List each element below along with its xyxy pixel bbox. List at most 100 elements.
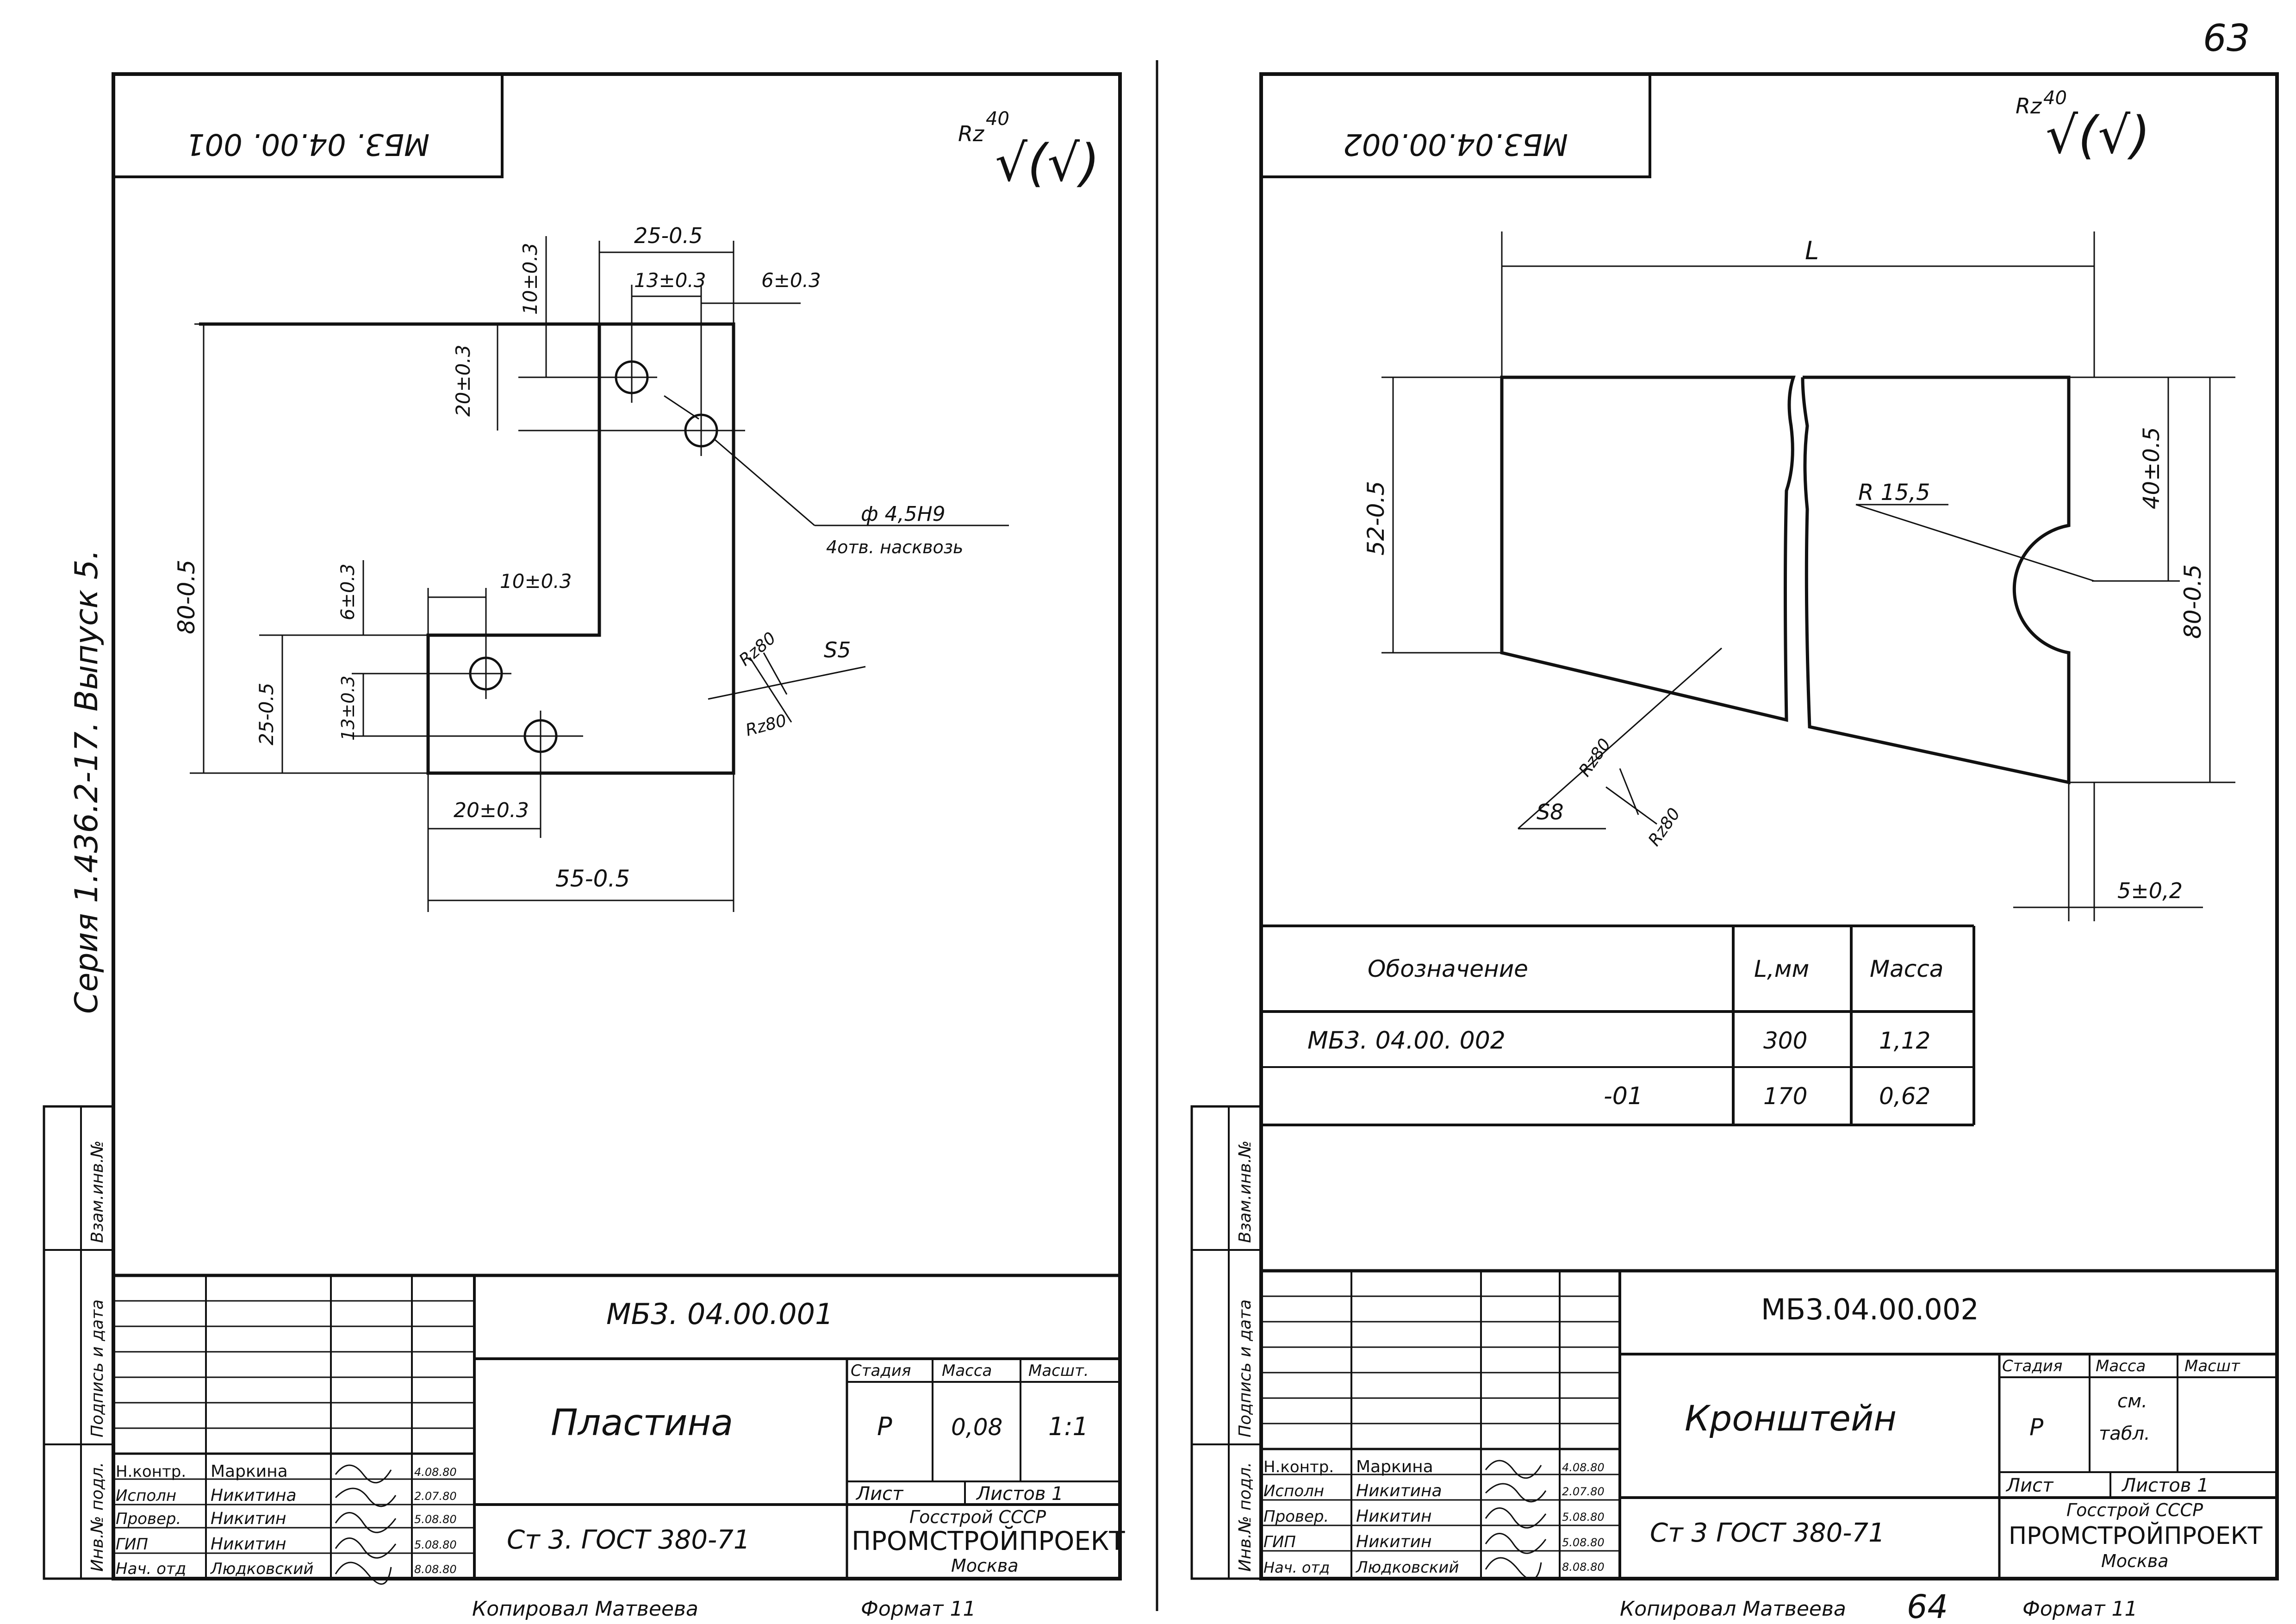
sheet1-dim-20v: 20±0.3 [452,345,474,417]
sheet2-table-r1c2: 0,62 [1879,1083,1930,1110]
sheet2-dim-L: L [1805,236,1819,265]
sheet1-dimensions [190,236,1009,912]
sheet2-tb-material: Ст 3 ГОСТ 380-71 [1650,1518,1885,1548]
sheet1-dim-25: 25-0.5 [634,223,703,248]
sheet1-dim-25v: 25-0.5 [255,683,278,745]
sheet2-side-stamp: Инв.№ подл. Подпись и дата Взам.инв.№ [1190,1105,1263,1580]
sheet2-table-r0c0: МБ3. 04.00. 002 [1307,1027,1506,1055]
series-caption: Серия 1.436.2-17. Выпуск 5. [68,550,105,1014]
sheet2-tb-dates: 4.08.80 2.07.80 5.08.80 5.08.80 8.08.80 [1562,1461,1605,1574]
svg-text:5.08.80: 5.08.80 [414,1513,457,1526]
svg-text:2.07.80: 2.07.80 [414,1490,457,1503]
svg-text:5.08.80: 5.08.80 [414,1538,457,1551]
sheet1-tb-scale-h: Масшт. [1028,1362,1089,1380]
svg-text:Никитина: Никитина [211,1486,297,1505]
svg-text:Людковский: Людковский [210,1560,314,1578]
sheet2-dim-5: 5±0,2 [2117,878,2183,903]
page-number: 63 [2203,17,2250,60]
sheet2-tb-scale-h: Масшт [2184,1357,2240,1375]
sheet1-tb-org2: ПРОМСТРОЙПРОЕКТ [852,1526,1125,1556]
sheet2-side-col-b: Подпись и дата [1236,1299,1255,1437]
svg-text:Маркина: Маркина [211,1462,288,1481]
sheet1-tb-stage-h: Стадия [851,1362,911,1380]
sheet1-copied: Копировал Матвеева [472,1597,698,1621]
sheet2-tb-mass2: табл. [2099,1423,2150,1444]
sheet1-side-stamp: Инв.№ подл. Подпись и дата Взам.инв.№ [43,1105,115,1580]
sheet1-roughness-symbol: √(√) [995,133,1100,193]
svg-text:Никитин: Никитин [1356,1532,1432,1551]
sheet2-tb-stage: Р [2029,1414,2044,1441]
sheet1-dim-20h: 20±0.3 [454,799,529,822]
svg-text:2.07.80: 2.07.80 [1562,1485,1605,1498]
sheet2-table-h1: L,мм [1754,956,1809,982]
sheet1-side-col-a: Инв.№ подл. [88,1462,107,1572]
sheet1-holes [460,352,745,762]
sheet2-table-h2: Масса [1870,956,1943,982]
sheet1-tb-signatures [335,1464,397,1585]
sheet2-side-col-c: Взам.инв.№ [1236,1140,1255,1243]
sheet2-part-outline [1500,375,1796,722]
sheet1-dim-10v: 10±0.3 [519,243,541,315]
sheet1-dim-13v: 13±0.3 [338,675,358,741]
sheet2-table [1261,924,1975,1126]
sheet2-table-r0c1: 300 [1763,1027,1807,1054]
sheet2-side-col-a: Инв.№ подл. [1236,1462,1255,1572]
svg-text:Никитина: Никитина [1356,1481,1442,1500]
sheet1-tb-sheets: Листов 1 [976,1483,1064,1505]
svg-text:Никитин: Никитин [211,1509,286,1528]
svg-text:Нач. отд: Нач. отд [1263,1559,1330,1576]
sheet1-tb-dates: 4.08.80 2.07.80 5.08.80 5.08.80 8.08.80 [414,1466,457,1576]
sheet1-dim-6v: 6±0.3 [337,563,359,620]
sheet1-tb-material: Ст 3. ГОСТ 380-71 [507,1525,750,1555]
sheet2-tb-names: Маркина Никитина Никитин Никитин Людковс… [1355,1457,1459,1577]
sheet1-code-top: МБ3. 04.00. 001 [186,127,430,161]
sheet2-tb-org2: ПРОМСТРОЙПРОЕКТ [2009,1522,2263,1550]
sheet1-format: Формат 11 [861,1597,976,1621]
sheet1-tb-mass: 0,08 [951,1414,1002,1441]
sheet2-thickness: S8 [1537,800,1563,824]
sheet2-table-r0c2: 1,12 [1879,1027,1930,1054]
sheet2-dimensions [1381,231,2235,921]
sheet2-tb-signatures [1485,1460,1547,1580]
sheet2-format: Формат 11 [2022,1597,2138,1621]
sheet1-dim-13: 13±0.3 [634,269,706,292]
sheet1-tb-roles: Н.контр. Исполн Провер. ГИП Нач. отд [116,1462,186,1578]
sheet2-tb-mass1: см. [2117,1391,2147,1412]
svg-text:Провер.: Провер. [116,1510,181,1528]
sheet1-side-col-b: Подпись и дата [88,1299,107,1437]
sheet1-tb-org3: Москва [951,1555,1019,1576]
sheet1-dim-10h: 10±0.3 [500,570,572,593]
svg-text:5.08.80: 5.08.80 [1562,1511,1605,1524]
sheet2-tb-sheet: Лист [2005,1475,2054,1496]
sheet2-tb-code: МБ3.04.00.002 [1761,1293,1979,1326]
sheet2-dim-52: 52-0.5 [1363,481,1389,556]
sheet1-hole-callout: ф 4,5Н9 [861,502,946,526]
sheet2-dim-80: 80-0.5 [2179,564,2206,639]
sheet2-title-block [1261,1269,2277,1579]
sheet1-thickness: S5 [824,637,851,662]
sheet1-roughness-label: Rz [958,121,984,146]
svg-text:4.08.80: 4.08.80 [1562,1461,1605,1474]
sheet2-rz-b: Rz80 [1645,805,1684,849]
sheet-2: МБ3.04.00.002 Rz 40 √(√) Инв.№ подл. Под… [1190,72,2279,1624]
svg-text:Исполн: Исполн [1263,1482,1324,1500]
sheet1-roughness-value: 40 [986,108,1009,130]
sheet2-rz-a: Rz80 [1575,735,1615,780]
sheet2-table-r1c0: -01 [1604,1082,1643,1110]
svg-text:Н.контр.: Н.контр. [1263,1458,1334,1476]
sheet1-tb-scale: 1:1 [1048,1412,1089,1441]
sheet2-tb-stage-h: Стадия [2002,1357,2062,1375]
sheet2-dim-r: R 15,5 [1858,480,1930,506]
sheet1-rz-b: Rz80 [744,711,789,740]
svg-text:Исполн: Исполн [116,1487,176,1505]
sheet2-handwritten: 64 [1907,1588,1948,1624]
sheet1-tb-names: Маркина Никитина Никитин Никитин Людковс… [210,1462,314,1578]
sheet1-dim-6: 6±0.3 [761,269,821,292]
sheet1-dim-80: 80-0.5 [173,560,200,634]
sheet1-tb-name: Пластина [551,1402,733,1444]
sheet2-tb-org1: Госстрой СССР [2066,1500,2203,1520]
sheet2-table-r1c1: 170 [1763,1083,1807,1110]
sheet2-roughness-value: 40 [2043,87,2067,109]
sheet2-copied: Копировал Матвеева [1620,1597,1846,1621]
